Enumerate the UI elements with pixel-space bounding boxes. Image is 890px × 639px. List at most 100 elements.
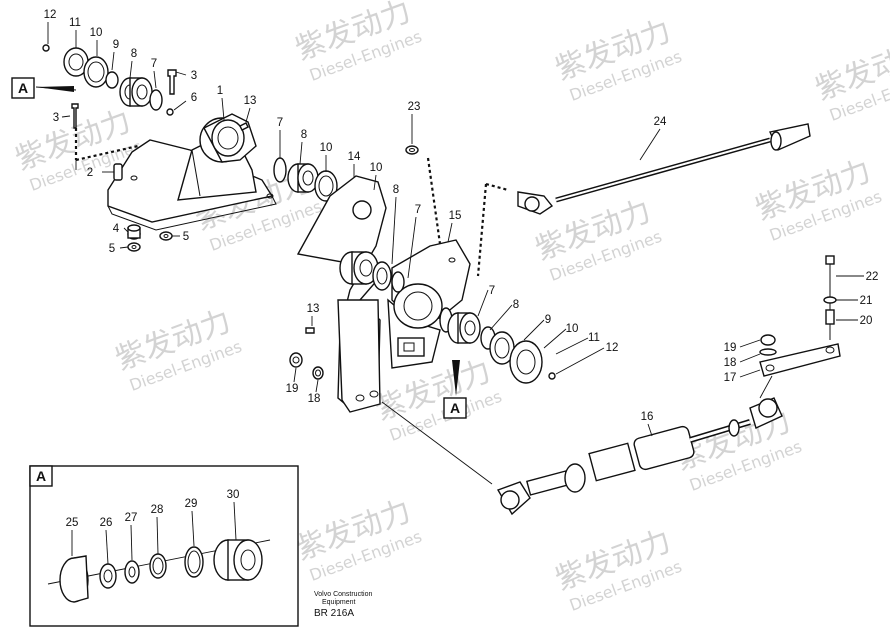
leader-line [153,70,157,89]
ref-label-a-mid: A [443,397,467,419]
ref-arrow-icon [452,360,460,396]
svg-text:A: A [18,80,28,96]
callout-number: 15 [449,210,462,222]
callout-number: 3 [191,70,197,82]
callout-number: 6 [191,92,197,104]
mounting-bracket [387,239,471,369]
leader-line [221,97,225,121]
leader-line [555,337,589,355]
leader-line [299,141,303,165]
callout-number: 22 [866,271,879,283]
leader-line [123,227,129,233]
nut [159,231,173,241]
callout-number: 10 [90,27,103,39]
leader-line [373,174,377,191]
circlip [105,71,119,89]
callout-number: 10 [320,142,333,154]
ref-label-a-detail: A [29,465,53,487]
callout-number: 4 [113,223,120,235]
callout-leaders [47,22,864,565]
right-bearing-stack [439,307,556,384]
callout-number: 11 [69,17,81,29]
callout-number: 25 [66,517,79,529]
callout-number: 13 [244,95,257,107]
leader-line [245,107,251,123]
nut [127,242,141,252]
callout-number: 29 [185,498,198,510]
callout-number: 8 [513,299,519,311]
leader-line [489,304,513,331]
callout-number: 19 [724,342,737,354]
callout-number: 12 [606,342,619,354]
leader-line [175,71,187,76]
center-bearing-stack [273,157,338,202]
callout-number: 17 [724,372,737,384]
leader-line [191,510,195,547]
lower-tie-rod [496,397,783,516]
callout-number: 21 [860,295,873,307]
callout-number: 7 [415,204,421,216]
lever-arm [296,175,388,413]
callout-number: 13 [307,303,320,315]
company-line-1: Volvo Construction [314,591,372,598]
drawing-code: BR 216A [314,608,354,619]
svg-text:A: A [450,400,460,416]
callout-number: 14 [348,151,361,163]
leader-line [130,524,133,561]
seal-ring [83,56,109,88]
company-line-2: Equipment [322,599,356,606]
leader-line [105,529,109,565]
callout-number: 7 [151,58,157,70]
leader-line [61,115,71,118]
callout-number: 7 [489,285,495,297]
leader-line [119,246,129,249]
callout-number: 7 [277,117,283,129]
leader-line [543,328,567,349]
bolt [167,69,177,95]
callout-number: 10 [566,323,579,335]
small-fasteners [289,145,419,380]
leader-line [173,100,187,111]
leader-line [293,367,297,383]
pivot-stack [339,251,405,293]
leader-line [647,423,653,437]
callout-number: 20 [860,315,873,327]
callout-number: 12 [44,9,57,21]
ref-label-a-top: A [11,77,35,99]
callout-number: 5 [183,231,189,243]
leader-line [391,196,397,265]
callout-number: 26 [100,517,113,529]
leader-line [739,339,761,348]
leader-line [523,319,545,341]
leader-line [477,289,489,317]
callout-number: 30 [227,489,240,501]
detail-a-panel [29,465,299,627]
svg-text:A: A [36,468,46,484]
leader-line [447,222,453,243]
leader-line [129,60,133,79]
leader-line [739,369,761,378]
callout-number: 18 [724,357,737,369]
callout-number: 19 [286,383,299,395]
callout-number: 3 [53,112,59,124]
callout-number: 23 [408,101,421,113]
leader-line [555,347,605,375]
callout-number: 2 [87,167,93,179]
callout-number: 27 [125,512,138,524]
callout-number: 28 [151,504,164,516]
callout-number: 9 [113,39,119,51]
leader-line [111,51,115,71]
callout-number: 18 [308,393,321,405]
bolt [239,122,249,131]
callout-number: 9 [545,314,551,326]
callout-number: 8 [393,184,399,196]
callout-number: 10 [370,162,383,174]
upper-tie-rod [517,123,811,215]
dowel-pin [113,163,123,181]
retaining-ring [149,89,163,111]
leader-line [639,128,661,161]
leader-line [407,216,417,279]
callout-number: 24 [654,116,667,128]
callout-number: 8 [301,129,307,141]
